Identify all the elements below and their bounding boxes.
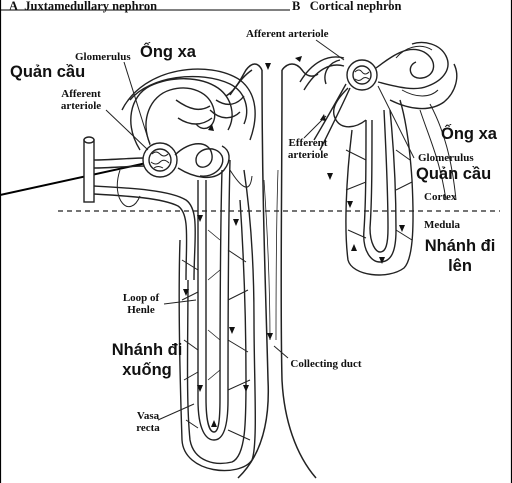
label-ong-xa-b: Ống xa — [441, 124, 497, 144]
panel-b-letter: B — [292, 0, 300, 13]
label-cortex: Cortex — [424, 191, 456, 203]
label-collecting-duct: Collecting duct — [286, 358, 366, 370]
label-glomerulus-b: Glomerulus — [418, 152, 474, 164]
panel-a-letter: A — [9, 0, 18, 13]
pointer-line — [0, 160, 160, 195]
label-afferent-arteriole-b: Afferent arteriole — [246, 28, 329, 40]
label-afferent-arteriole-a: Afferent arteriole — [46, 88, 116, 112]
panel-b-heading: B Cortical nephron — [292, 0, 402, 14]
label-vasa-recta: Vasa recta — [130, 410, 166, 434]
label-nhanh-di-len: Nhánh đi lên — [412, 236, 508, 276]
label-nhanh-di-xuong: Nhánh đi xuống — [88, 340, 206, 380]
juxtamedullary-nephron — [84, 69, 255, 470]
panel-a-title: Juxtamedullary nephron — [24, 0, 157, 13]
label-loop-of-henle: Loop of Henle — [116, 292, 166, 316]
label-efferent-arteriole-b: Efferent arteriole — [278, 137, 338, 161]
panel-a-heading: A Juxtamedullary nephron — [9, 0, 157, 14]
panel-b-title: Cortical nephron — [310, 0, 402, 13]
label-quan-cau-b: Quản cầu — [416, 164, 491, 184]
label-ong-xa-a: Ống xa — [140, 42, 196, 62]
label-quan-cau-a: Quản cầu — [10, 62, 85, 82]
collecting-duct — [226, 64, 318, 478]
label-medula: Medula — [424, 219, 460, 231]
